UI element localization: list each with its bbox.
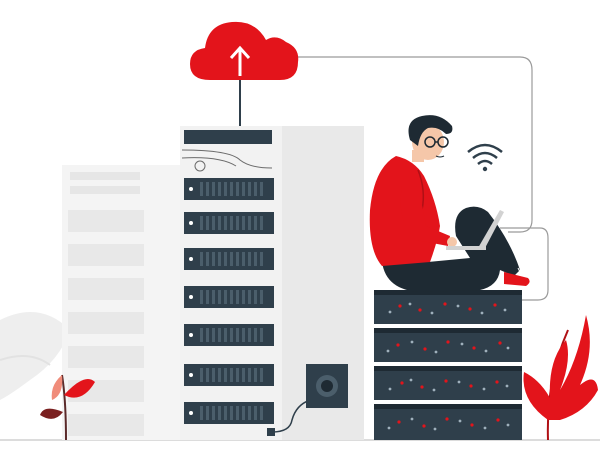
laptop-cable xyxy=(500,227,549,301)
hair xyxy=(408,115,453,146)
stack-unit xyxy=(374,366,522,400)
server-unit xyxy=(184,248,274,270)
person xyxy=(369,115,530,292)
server-unit xyxy=(184,324,274,346)
ghost-server-rack xyxy=(62,165,182,440)
server-unit xyxy=(184,402,274,424)
server-unit xyxy=(184,178,274,200)
background-leaf xyxy=(0,312,70,400)
cloud-cable xyxy=(298,56,533,233)
server-stack xyxy=(374,290,522,440)
arm xyxy=(400,186,450,246)
laptop-icon xyxy=(446,210,504,250)
person-legs xyxy=(382,206,520,292)
server-unit xyxy=(184,364,274,386)
shoe xyxy=(504,272,530,286)
cloud-upload-icon xyxy=(190,21,299,126)
red-plant-left xyxy=(40,374,95,441)
red-plant-right xyxy=(523,315,598,441)
speaker-icon xyxy=(267,364,348,436)
stack-unit xyxy=(374,290,522,324)
server-unit xyxy=(184,212,274,234)
stack-unit xyxy=(374,404,522,440)
wifi-icon xyxy=(467,143,503,172)
server-unit xyxy=(184,286,274,308)
stack-unit xyxy=(374,328,522,362)
